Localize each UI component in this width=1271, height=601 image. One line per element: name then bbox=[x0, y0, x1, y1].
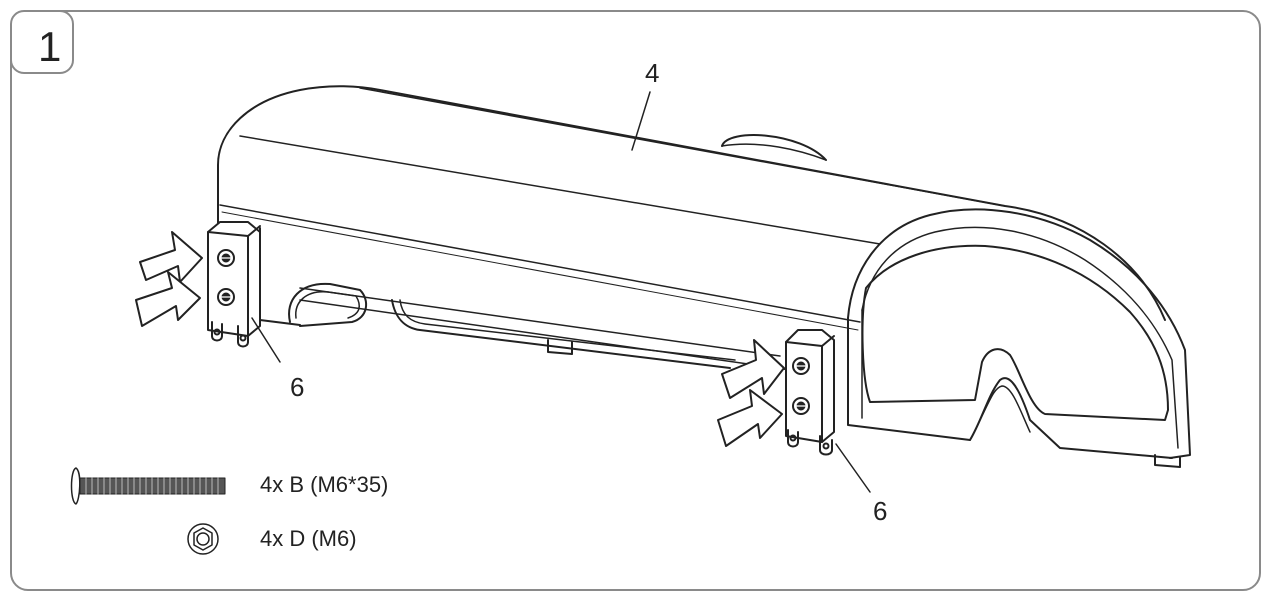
left-arrow-bottom bbox=[135, 271, 201, 327]
left-callout-leader bbox=[251, 317, 281, 363]
right-arrow-top bbox=[721, 339, 785, 399]
left-arrow-top bbox=[139, 231, 203, 283]
right-bracket-screw-bottom bbox=[792, 397, 810, 415]
left-bracket bbox=[207, 221, 261, 348]
right-bracket-screw-top bbox=[792, 357, 810, 375]
diagram-frame bbox=[10, 10, 1261, 591]
left-bracket-screw-top bbox=[217, 249, 235, 267]
step-number-box: 1 bbox=[10, 10, 74, 74]
right-callout-leader bbox=[835, 443, 871, 493]
left-bracket-screw-bottom bbox=[217, 288, 235, 306]
screw-icon bbox=[70, 467, 226, 505]
cover-callout-leader bbox=[631, 91, 651, 151]
callout-bracket-right: 6 bbox=[873, 496, 888, 526]
cover-body bbox=[217, 85, 1191, 468]
right-bracket bbox=[785, 329, 835, 456]
part-label-nut: 4x D (M6) bbox=[260, 526, 357, 551]
right-arrow-bottom bbox=[717, 389, 783, 447]
part-label-screw: 4x B (M6*35) bbox=[260, 472, 389, 497]
callout-bracket-left: 6 bbox=[290, 372, 305, 402]
nut-icon bbox=[187, 523, 219, 555]
step-number: 1 bbox=[38, 23, 62, 70]
callout-cover: 4 bbox=[645, 58, 660, 88]
